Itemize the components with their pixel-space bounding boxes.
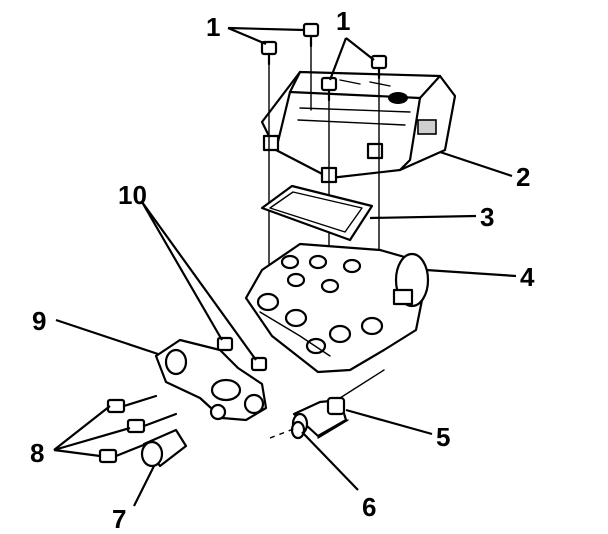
callout-9: 9 bbox=[32, 306, 46, 336]
callout-1-left: 1 bbox=[206, 12, 220, 42]
callout-8: 8 bbox=[30, 438, 44, 468]
bolt bbox=[320, 76, 338, 102]
callout-7: 7 bbox=[112, 504, 126, 534]
sensor-axis-line bbox=[269, 427, 297, 439]
callout-labels: 1 1 2 3 4 5 6 7 8 9 10 bbox=[30, 6, 535, 534]
bolt bbox=[370, 54, 388, 80]
callout-1-right: 1 bbox=[336, 6, 350, 36]
o-ring bbox=[290, 420, 306, 440]
bolt bbox=[260, 40, 278, 66]
bolt bbox=[302, 22, 320, 48]
sensor-mount-line bbox=[339, 369, 385, 399]
callout-3: 3 bbox=[480, 202, 494, 232]
callout-5: 5 bbox=[436, 422, 450, 452]
stud bbox=[250, 356, 268, 372]
bracket-bolt bbox=[98, 442, 148, 464]
valve-block bbox=[244, 242, 430, 374]
leader-lines bbox=[53, 26, 517, 507]
callout-10: 10 bbox=[118, 180, 147, 210]
grommet bbox=[140, 428, 188, 468]
bracket-bolt bbox=[106, 394, 158, 414]
bracket bbox=[154, 338, 268, 422]
gasket bbox=[260, 184, 374, 242]
cover bbox=[260, 70, 457, 184]
callout-2: 2 bbox=[516, 162, 530, 192]
bolts bbox=[260, 22, 388, 102]
stud bbox=[216, 336, 234, 352]
callout-4: 4 bbox=[520, 262, 535, 292]
callout-6: 6 bbox=[362, 492, 376, 522]
bracket-bolt bbox=[126, 412, 178, 434]
sensor-mount-line bbox=[317, 419, 349, 439]
